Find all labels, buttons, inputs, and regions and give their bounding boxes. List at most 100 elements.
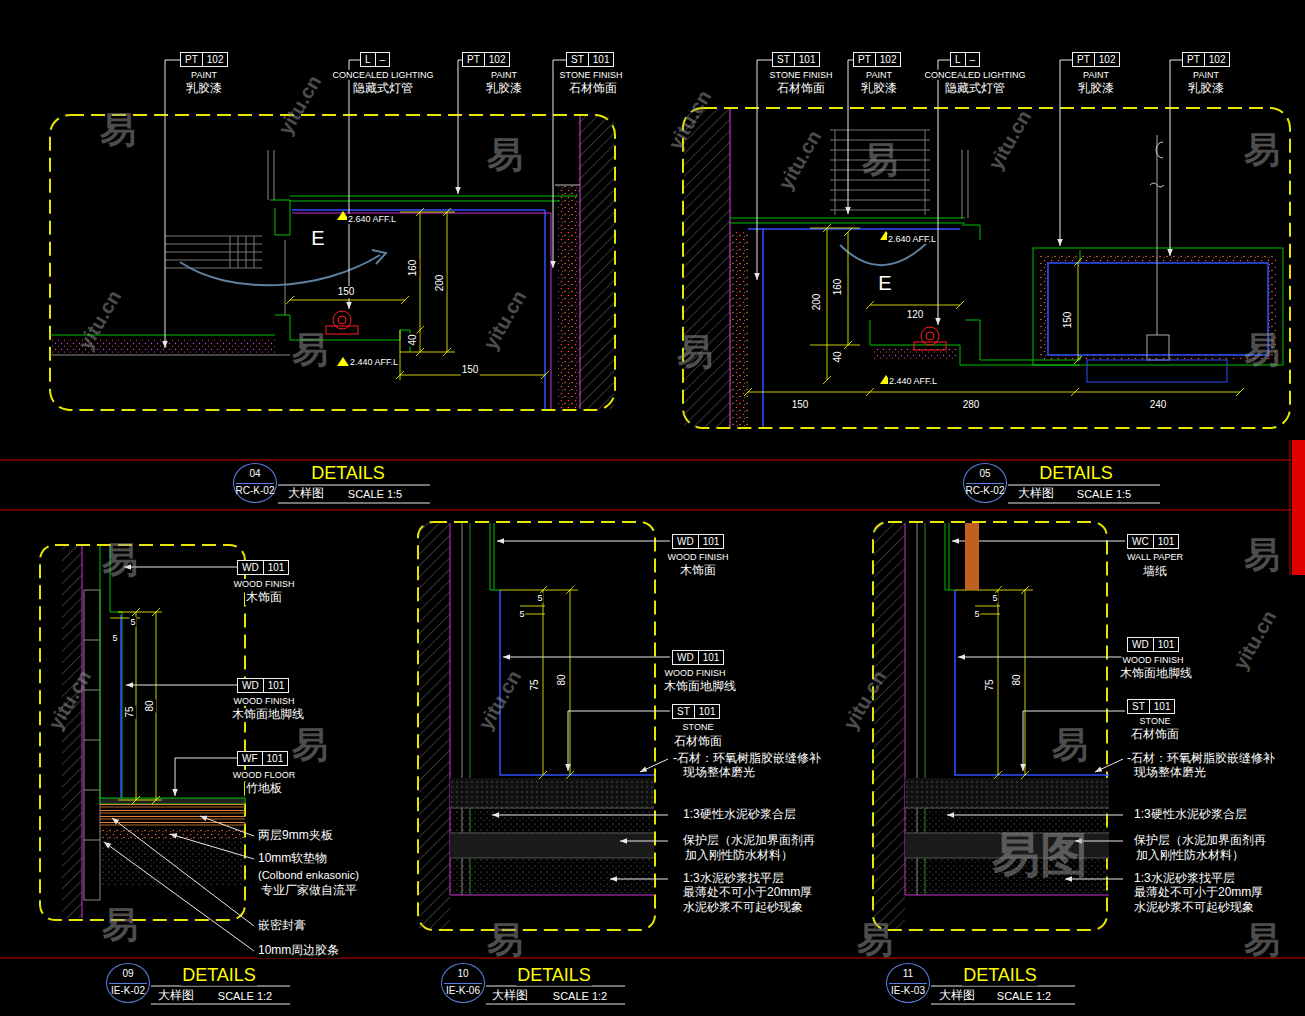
annotation-text: 5 — [111, 633, 118, 643]
tag-number: 101 — [262, 752, 288, 765]
annotation-text: 最薄处不可小于20mm厚 — [1133, 886, 1264, 900]
annotation-text: 石材饰面 — [673, 735, 723, 749]
annotation-text: STONE — [682, 722, 715, 732]
annotation-text: 竹地板 — [245, 782, 283, 796]
tag-number: 102 — [1204, 53, 1230, 66]
annotation-text: 2.440 AFF.L — [888, 376, 938, 386]
material-tag: PT102 — [462, 52, 510, 67]
annotation-text: WOOD FINISH — [664, 668, 727, 678]
annotation-text: 1:3水泥砂浆找平层 — [1133, 872, 1236, 886]
annotation-text: DETAILS — [516, 965, 592, 986]
tag-number: IE-K-02 — [107, 985, 149, 996]
annotation-text: 隐藏式灯管 — [352, 82, 414, 96]
tag-number: 101 — [698, 651, 724, 664]
watermark: yitu.cn — [774, 126, 826, 193]
watermark: yitu.cn — [984, 106, 1036, 173]
material-tag: ST101 — [772, 52, 820, 67]
annotation-text: STONE FINISH — [769, 70, 834, 80]
annotation-text: STONE FINISH — [559, 70, 624, 80]
tag-code: WD — [673, 651, 698, 664]
annotation-text: 5 — [991, 593, 998, 603]
watermark: 易 — [1244, 329, 1280, 370]
annotation-text: 乳胶漆 — [860, 82, 898, 96]
tag-number: 101 — [1149, 700, 1175, 713]
tag-number: 101 — [698, 535, 724, 548]
annotation-text: 乳胶漆 — [1077, 82, 1115, 96]
tag-code: L — [951, 53, 965, 66]
material-tag: ST101 — [566, 52, 614, 67]
tag-number: 102 — [875, 53, 901, 66]
tag-code: WD — [673, 535, 698, 548]
tag-number: 101 — [794, 53, 820, 66]
tag-code: 10 — [442, 968, 484, 979]
annotation-text: 5 — [536, 593, 543, 603]
material-tag: WD101 — [1127, 637, 1179, 652]
watermark: 易 — [487, 134, 523, 175]
watermark: 易 — [292, 724, 328, 765]
tag-code: PT — [463, 53, 484, 66]
annotation-text: 150 — [791, 399, 810, 411]
annotation-text: 大样图 — [287, 487, 325, 501]
tag-number: 101 — [694, 705, 720, 718]
annotation-text: 墙纸 — [1142, 565, 1168, 579]
annotation-text: 1:3硬性水泥砂浆合层 — [1133, 808, 1248, 822]
annotation-text: 5 — [129, 617, 136, 627]
annotation-text: WOOD FINISH — [233, 579, 296, 589]
annotation-text: 150 — [1062, 311, 1074, 330]
tag-code: PT — [181, 53, 202, 66]
annotation-text: 2.640 AFF.L — [887, 234, 937, 244]
tag-code: ST — [1128, 700, 1149, 713]
annotation-text: 2.440 AFF.L — [349, 357, 399, 367]
material-tag: WD101 — [237, 678, 289, 693]
annotation-text: 木饰面 — [245, 591, 283, 605]
annotation-text: 木饰面地脚线 — [663, 680, 737, 694]
detail-bubble: 10IE-K-06 — [441, 963, 485, 1003]
tag-number: 102 — [1094, 53, 1120, 66]
annotation-text: 5 — [518, 609, 525, 619]
material-tag: WD101 — [672, 534, 724, 549]
annotation-text: 大样图 — [157, 989, 195, 1003]
tag-code: WD — [238, 679, 263, 692]
tag-number: 101 — [1153, 535, 1179, 548]
annotation-text: E — [310, 227, 325, 250]
annotation-text: 150 — [337, 286, 356, 298]
annotation-text: 乳胶漆 — [185, 82, 223, 96]
tag-code: ST — [567, 53, 588, 66]
annotation-text: STONE — [1139, 716, 1172, 726]
tag-code: 11 — [887, 968, 929, 979]
material-tag: ST101 — [1127, 699, 1175, 714]
annotation-text: -石材：环氧树脂胶嵌缝修补 — [1126, 752, 1276, 766]
annotation-text: DETAILS — [1038, 463, 1114, 484]
annotation-text: 保护层（水泥加界面剂再 — [682, 834, 816, 848]
annotation-text: 1:3硬性水泥砂浆合层 — [682, 808, 797, 822]
watermark: 易图 — [992, 827, 1088, 882]
tag-code: PT — [1073, 53, 1094, 66]
annotation-text: 木饰面地脚线 — [1119, 667, 1193, 681]
tag-code: 05 — [964, 468, 1006, 479]
annotation-text: 160 — [407, 259, 419, 278]
annotation-text: WALL PAPER — [1126, 552, 1184, 562]
annotation-text: 40 — [407, 333, 419, 346]
tag-code: 04 — [234, 468, 276, 479]
annotation-text: E — [877, 272, 892, 295]
tag-number: RC-K-02 — [234, 485, 276, 496]
tag-number: IE-K-06 — [442, 985, 484, 996]
annotation-text: CONCEALED LIGHTING — [923, 70, 1026, 80]
annotation-text: 木饰面地脚线 — [231, 708, 305, 722]
annotation-text: 80 — [1011, 673, 1023, 686]
tag-code: WD — [238, 561, 263, 574]
tag-code: WC — [1128, 535, 1153, 548]
material-tag: PT102 — [180, 52, 228, 67]
annotation-text: 5 — [973, 609, 980, 619]
annotation-text: 乳胶漆 — [485, 82, 523, 96]
annotation-text: 大样图 — [1017, 487, 1055, 501]
tag-code: PT — [1183, 53, 1204, 66]
annotation-text: 75 — [984, 678, 996, 691]
annotation-text: 1:3水泥砂浆找平层 — [682, 872, 785, 886]
annotation-text: 80 — [556, 673, 568, 686]
watermark: yitu.cn — [479, 286, 531, 353]
annotation-text: 150 — [461, 364, 480, 376]
annotation-text: 200 — [811, 293, 823, 312]
annotation-text: 石材饰面 — [776, 82, 826, 96]
